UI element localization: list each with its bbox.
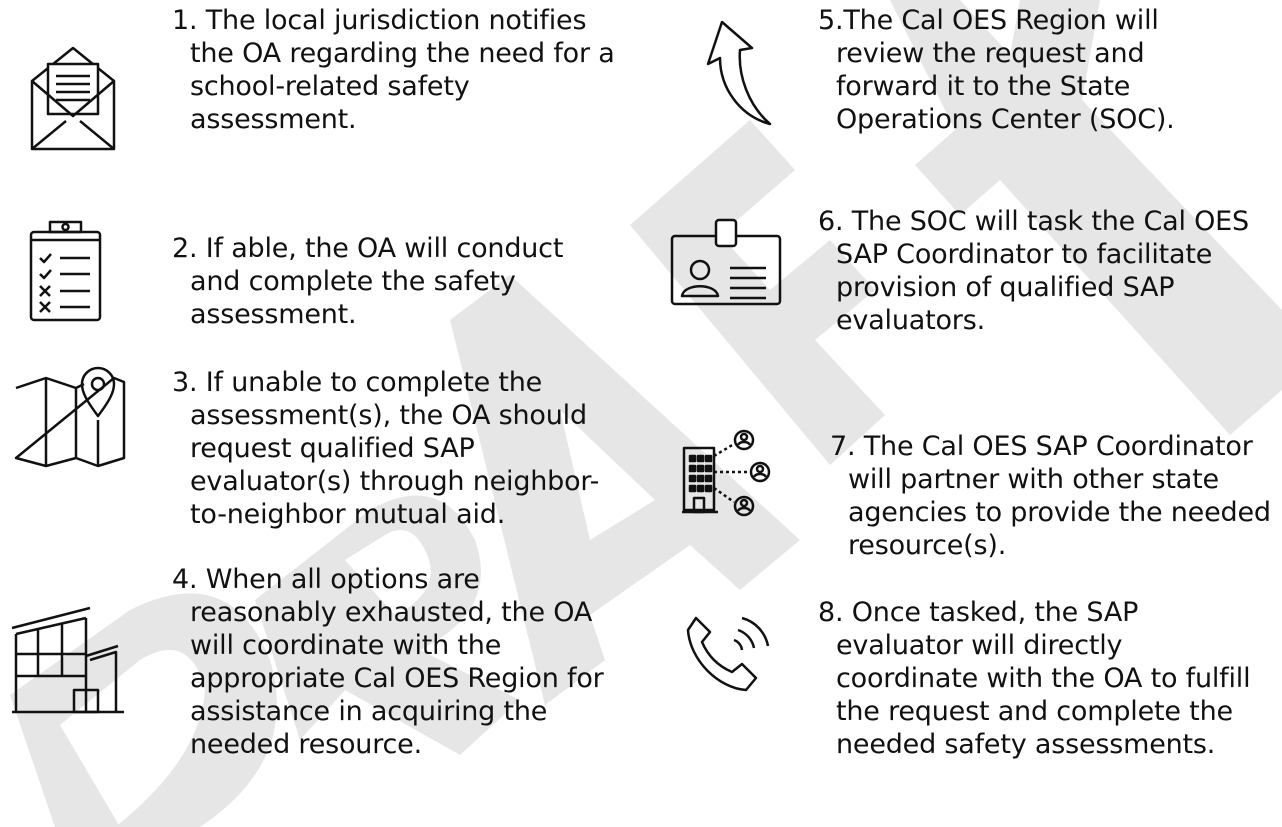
step-2: 2. If able, the OA will conduct and comp…	[172, 232, 617, 331]
phone-calling-icon	[682, 610, 774, 702]
map-pin-icon	[14, 358, 129, 470]
step-6-text: 6. The SOC will task the Cal OES SAP Coo…	[818, 206, 1249, 336]
step-8-text: 8. Once tasked, the SAP evaluator will d…	[818, 597, 1251, 760]
step-2-text: 2. If able, the OA will conduct and comp…	[172, 233, 564, 330]
school-building-icon	[10, 604, 130, 716]
step-7-text: 7. The Cal OES SAP Coordinator will part…	[830, 431, 1271, 561]
step-5: 5.The Cal OES Region will review the req…	[818, 4, 1238, 136]
step-3: 3. If unable to complete the assessment(…	[172, 366, 617, 531]
clipboard-checklist-icon	[28, 218, 103, 323]
envelope-letter-icon	[28, 36, 118, 151]
step-1-text: 1. The local jurisdiction notifies the O…	[172, 5, 615, 135]
step-3-text: 3. If unable to complete the assessment(…	[172, 367, 600, 530]
step-5-text: 5.The Cal OES Region will review the req…	[818, 5, 1175, 135]
id-badge-icon	[670, 218, 782, 306]
step-1: 1. The local jurisdiction notifies the O…	[172, 4, 617, 136]
step-7: 7. The Cal OES SAP Coordinator will part…	[830, 430, 1280, 562]
curved-arrow-up-icon	[682, 20, 782, 130]
step-6: 6. The SOC will task the Cal OES SAP Coo…	[818, 205, 1258, 337]
step-4: 4. When all options are reasonably exhau…	[172, 563, 632, 761]
building-network-icon	[682, 429, 782, 520]
step-8: 8. Once tasked, the SAP evaluator will d…	[818, 596, 1268, 761]
step-4-text: 4. When all options are reasonably exhau…	[172, 564, 604, 760]
